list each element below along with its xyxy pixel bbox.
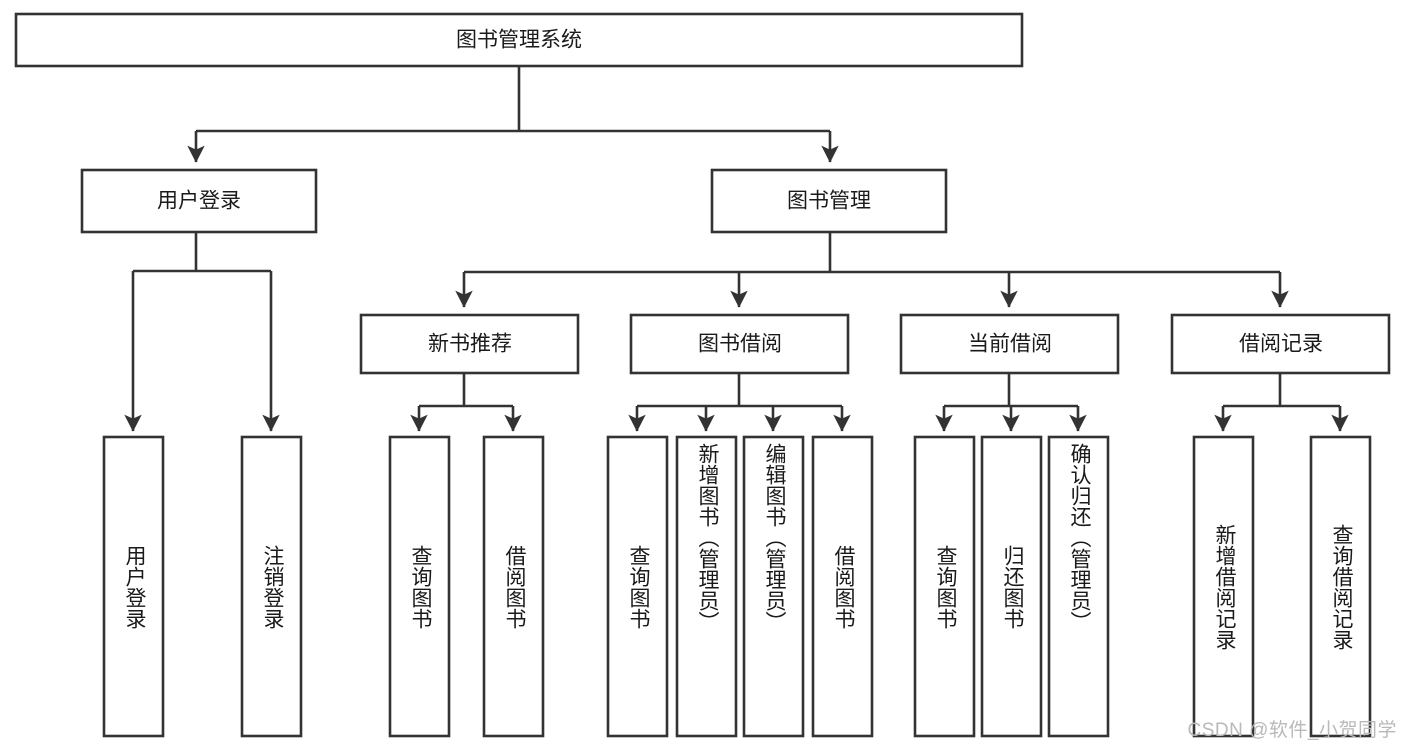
node-user-login-label: 用户登录 (157, 190, 241, 213)
leaf-box-book-borrow-1[interactable] (606, 435, 669, 738)
node-book-borrow-label: 图书借阅 (698, 333, 782, 356)
leaf-box-borrow-record-1[interactable] (1192, 435, 1255, 738)
node-root-label: 图书管理系统 (456, 29, 582, 52)
node-new-book-box[interactable] (359, 313, 580, 375)
node-current-borrow-label: 当前借阅 (968, 333, 1052, 356)
node-new-book-label: 新书推荐 (428, 333, 512, 356)
node-root-box[interactable] (14, 12, 1024, 68)
leaf-box-book-borrow-3[interactable] (742, 435, 805, 738)
leaf-box-new-book-1[interactable] (388, 435, 451, 738)
node-book-borrow-box[interactable] (629, 313, 850, 375)
node-book-manage-label: 图书管理 (787, 190, 871, 213)
leaf-box-borrow-record-2[interactable] (1309, 435, 1372, 738)
node-book-manage-box[interactable] (710, 168, 948, 234)
leaf-box-user-login-2[interactable] (240, 435, 303, 738)
leaf-box-book-borrow-4[interactable] (811, 435, 874, 738)
leaf-box-current-borrow-2[interactable] (980, 435, 1043, 738)
leaf-box-new-book-2[interactable] (482, 435, 545, 738)
node-current-borrow-box[interactable] (899, 313, 1120, 375)
leaf-box-user-login-1[interactable] (102, 435, 165, 738)
leaf-box-current-borrow-3[interactable] (1047, 435, 1110, 738)
leaf-box-book-borrow-2[interactable] (675, 435, 738, 738)
watermark-label: CSDN @软件_小贺同学 (1187, 720, 1397, 741)
node-borrow-record-box[interactable] (1170, 313, 1391, 375)
node-user-login-box[interactable] (80, 168, 318, 234)
node-borrow-record-label: 借阅记录 (1239, 333, 1323, 356)
leaf-box-current-borrow-1[interactable] (913, 435, 976, 738)
